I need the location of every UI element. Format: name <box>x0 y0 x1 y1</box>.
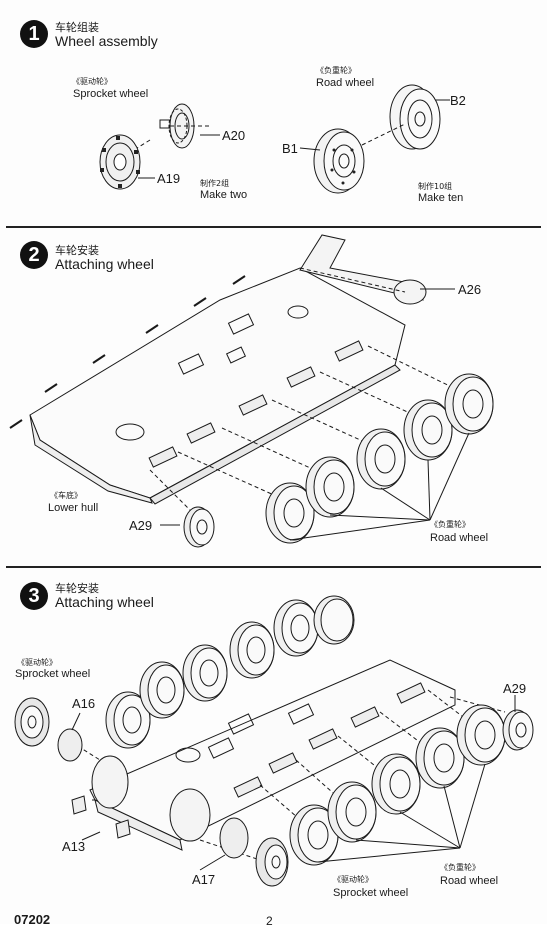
road-wheel-3a <box>289 804 339 866</box>
step-3-near-wheels <box>14 695 534 887</box>
lower-hull-label-cn: 《车底》 <box>50 491 82 500</box>
step-3-badge: 3 <box>20 582 48 610</box>
road-wheel-3e <box>456 704 506 766</box>
road-wheel-label-3: Road wheel <box>440 875 499 887</box>
part-a29-step2: A29 <box>129 518 153 533</box>
road-wheel-2a <box>265 482 315 544</box>
part-b1: B1 <box>282 141 298 156</box>
make-ten: Make ten <box>418 192 464 204</box>
sprocket-wheel-3-left <box>14 697 50 747</box>
part-a20: A20 <box>222 128 246 143</box>
step-2-badge: 2 <box>20 241 48 269</box>
road-wheel-drawing <box>313 84 441 194</box>
idler-wheel-3-a29 <box>502 709 534 751</box>
part-a17: A17 <box>192 872 216 887</box>
road-wheel-label-3-cn: 《负重轮》 <box>440 863 480 872</box>
part-a13: A13 <box>62 839 86 854</box>
sprocket-label-3: Sprocket wheel <box>15 668 91 680</box>
step-3-far-wheels <box>105 595 355 749</box>
sprocket-wheel-3-right <box>255 837 289 887</box>
kit-code: 07202 <box>14 912 51 927</box>
road-wheel-label: Road wheel <box>316 77 375 89</box>
road-wheel-2b <box>305 456 355 518</box>
step-1-title-cn: 车轮组装 <box>55 21 99 34</box>
step-2-road-wheels <box>183 373 494 548</box>
road-wheel-2d <box>403 399 453 461</box>
part-a29-step3: A29 <box>503 681 527 696</box>
idler-wheel-a29 <box>183 506 215 548</box>
step-3-hull-drawing <box>59 659 506 861</box>
part-a16: A16 <box>72 696 96 711</box>
part-b2: B2 <box>450 93 466 108</box>
lower-hull-label: Lower hull <box>48 502 99 514</box>
make-two-cn: 制作2组 <box>200 179 230 188</box>
road-wheel-3d <box>415 727 465 789</box>
section-divider-2 <box>6 566 541 568</box>
road-wheel-label-cn: 《负重轮》 <box>316 66 356 75</box>
sprocket-wheel-drawing <box>99 103 210 190</box>
step-2-title-cn: 车轮安装 <box>55 244 99 257</box>
road-wheel-label-2-cn: 《负重轮》 <box>430 520 470 529</box>
sprocket-label-3b: Sprocket wheel <box>333 887 409 899</box>
step-1-badge: 1 <box>20 20 48 48</box>
section-divider-1 <box>6 226 541 228</box>
step-2-title: Attaching wheel <box>55 256 154 272</box>
sprocket-label-3b-cn: 《驱动轮》 <box>333 875 373 884</box>
step-3-title: Attaching wheel <box>55 594 154 610</box>
sprocket-label-3-cn: 《驱动轮》 <box>17 658 57 667</box>
step-3-title-cn: 车轮安装 <box>55 582 99 595</box>
road-wheel-3b <box>327 781 377 843</box>
road-wheel-3c <box>371 753 421 815</box>
make-two: Make two <box>200 189 248 201</box>
page-number: 2 <box>266 914 273 928</box>
sprocket-label: Sprocket wheel <box>73 88 149 100</box>
step-1-title: Wheel assembly <box>55 33 158 49</box>
part-a19: A19 <box>157 171 181 186</box>
make-ten-cn: 制作10组 <box>418 182 453 191</box>
part-a26: A26 <box>458 282 482 297</box>
lower-hull-drawing <box>9 234 471 526</box>
road-wheel-2e <box>444 373 494 435</box>
sprocket-label-cn: 《驱动轮》 <box>72 77 112 86</box>
road-wheel-2c <box>356 428 406 490</box>
road-wheel-label-2: Road wheel <box>430 532 489 544</box>
